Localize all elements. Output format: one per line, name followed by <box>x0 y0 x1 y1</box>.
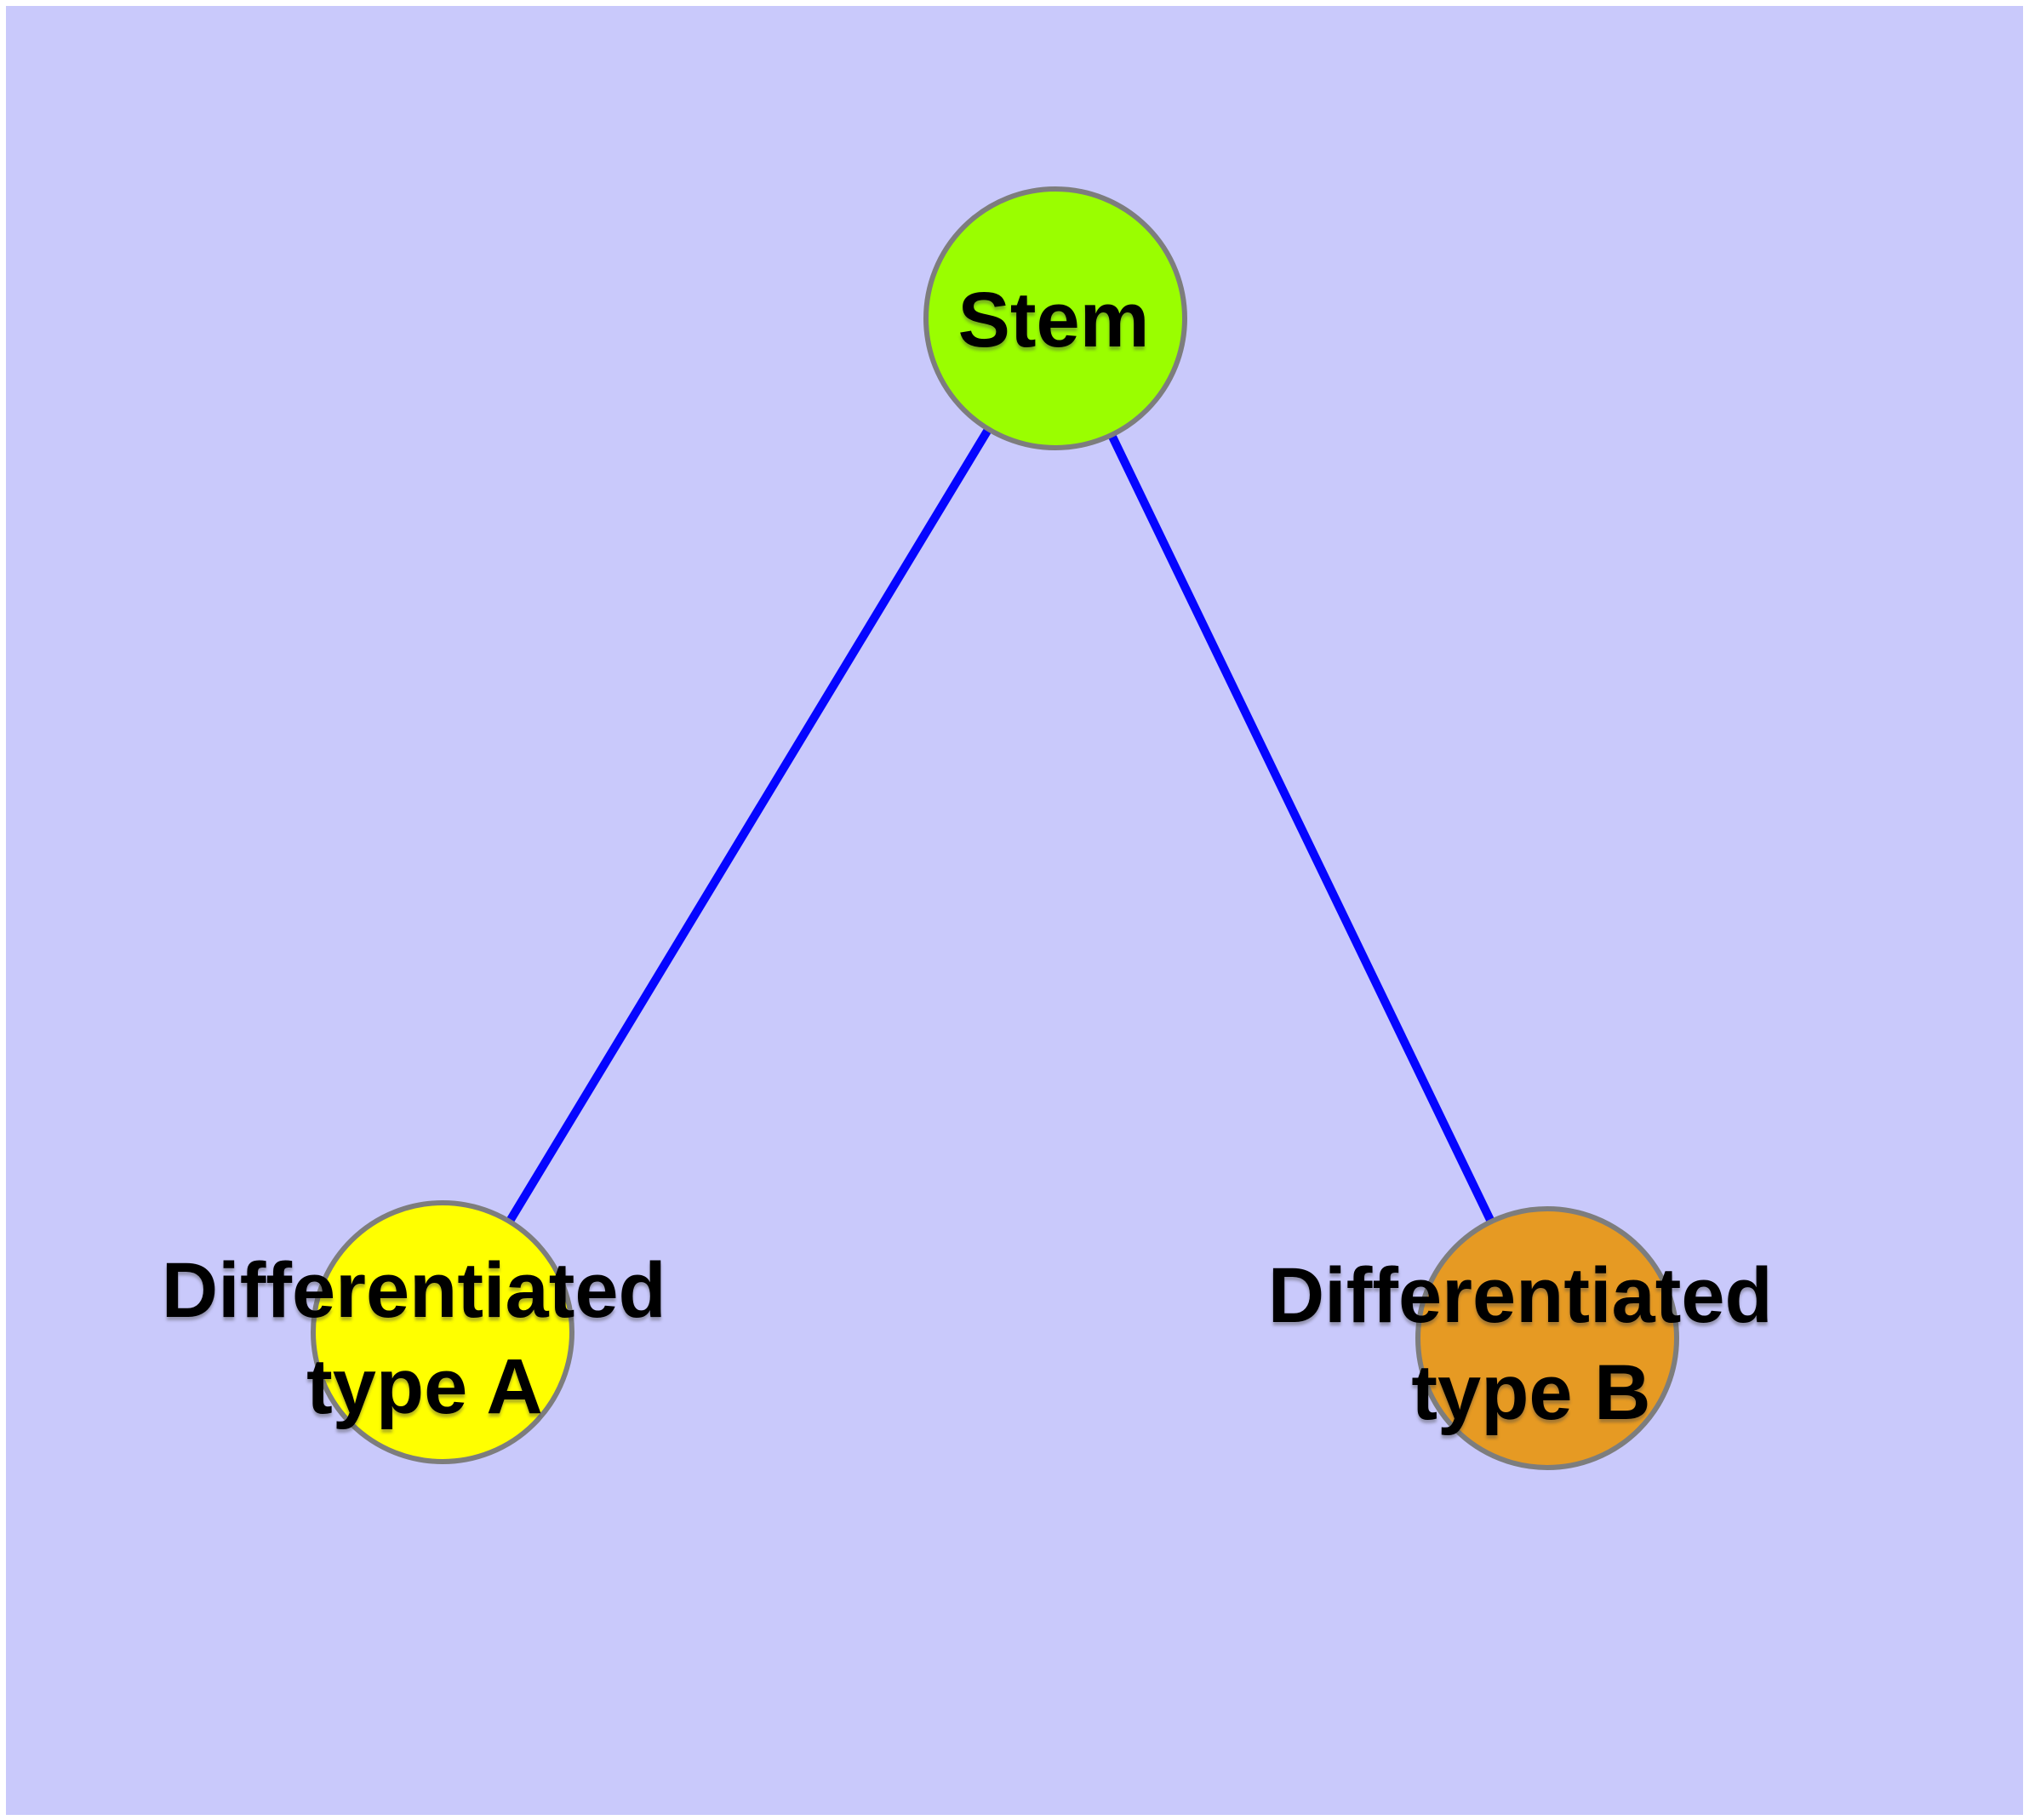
node-type-b-label-line-2: type B <box>1411 1349 1650 1436</box>
node-differentiated-type-a <box>311 1200 574 1464</box>
node-type-a-label: Differentiated type A <box>162 1247 689 1430</box>
node-type-b-label: Differentiated type B <box>1268 1252 1795 1436</box>
node-type-b-label-line-1: Differentiated <box>1268 1252 1773 1339</box>
node-stem-label: Stem <box>958 277 1150 363</box>
node-differentiated-type-b <box>1415 1206 1679 1470</box>
edge-stem-to-type-a <box>438 316 1060 1335</box>
node-stem <box>923 186 1187 450</box>
node-type-a-label-line-2: type A <box>306 1343 543 1430</box>
edge-stem-to-type-b <box>1051 316 1552 1341</box>
node-type-a-label-line-1: Differentiated <box>162 1247 666 1334</box>
